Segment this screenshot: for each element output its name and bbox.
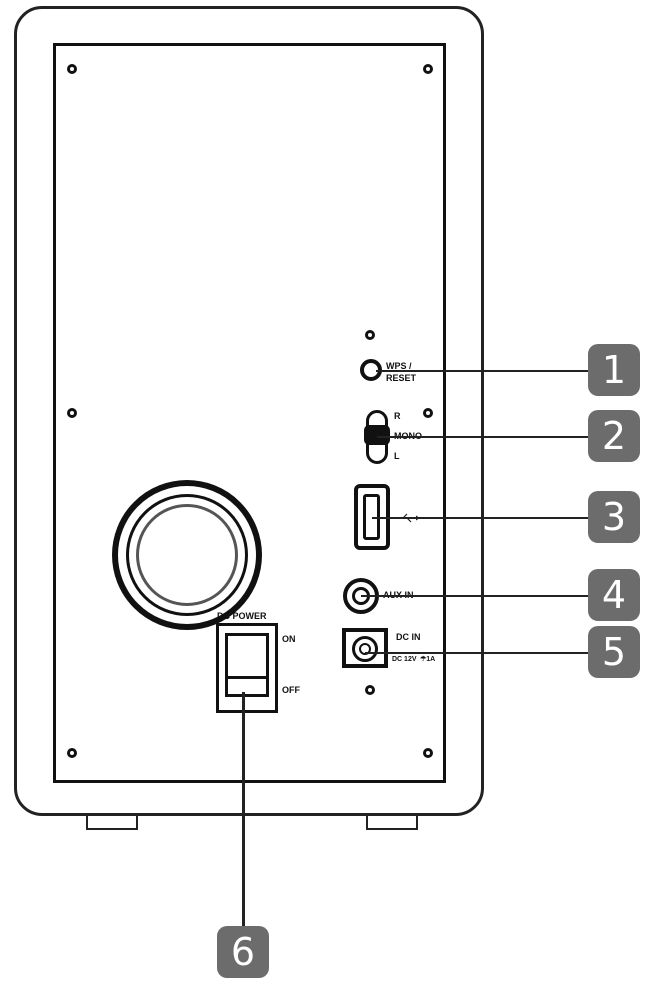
power-on-label: ON [282,634,296,644]
dc-jack-ring [352,636,378,662]
screw-top-right [423,64,433,74]
screw-top-left [67,64,77,74]
screw-above-wps [365,330,375,340]
channel-switch-knob [364,425,390,445]
wps-label-line1: WPS / [386,361,412,371]
speaker-cabinet [14,6,484,816]
rear-panel [53,43,446,783]
switch-label-l: L [394,451,400,461]
bass-port-inner-ring [136,504,238,606]
screw-mid-left [67,408,77,418]
dc-in-jack [342,628,388,668]
power-switch-frame [216,623,278,713]
right-foot [366,816,418,830]
callout-2: 2 [588,410,640,462]
leader-line-3 [372,517,588,519]
screw-mid-right [423,408,433,418]
screw-bottom-left [67,748,77,758]
callout-1: 1 [588,344,640,396]
leader-line-5 [365,652,588,654]
power-off-label: OFF [282,685,300,695]
callout-6: 6 [217,926,269,978]
bass-port-mid-ring [126,494,248,616]
screw-bottom-right [423,748,433,758]
dc-in-label: DC IN [396,632,421,642]
callout-3: 3 [588,491,640,543]
callout-5: 5 [588,626,640,678]
dc-amp-label: ☂1A [420,656,436,663]
leader-line-4 [361,595,588,597]
leader-line-1 [376,370,588,372]
leader-line-6 [242,692,245,936]
power-rocker-divider [225,676,269,679]
left-foot [86,816,138,830]
bass-reflex-port [112,480,262,630]
callout-4: 4 [588,569,640,621]
screw-below-dc [365,685,375,695]
power-rocker-switch [225,633,269,697]
dc-jack-pin [359,643,371,655]
switch-label-r: R [394,411,401,421]
leader-line-2 [377,436,588,438]
dc-power-title: DC POWER [217,611,267,621]
wps-label-line2: RESET [386,373,417,383]
dc-spec-label: DC 12V [392,656,417,663]
